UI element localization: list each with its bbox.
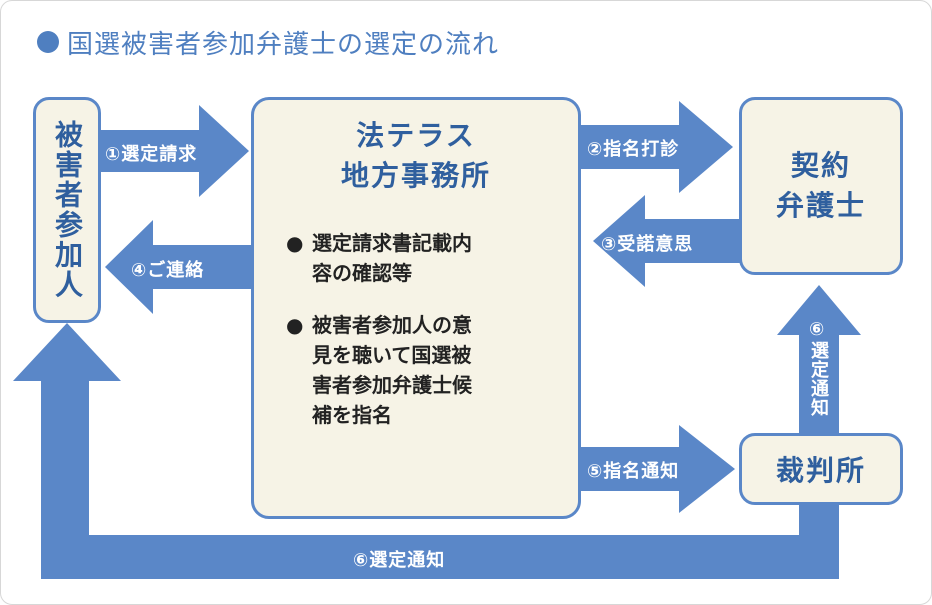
arrow-6-bottom-label: ⑥選定通知 [353, 550, 446, 571]
lawyer-label-line1: 契約 [790, 149, 851, 182]
bullet-item-2-line2: 見を聴いて国選被 [312, 343, 472, 367]
houterasu-title-line2: 地方事務所 [340, 159, 491, 192]
arrow-4-label: ④ご連絡 [131, 260, 205, 281]
bullet-item-2: ● 被害者参加人の意 見を聴いて国選被 害者参加弁護士候 補を指名 [286, 310, 566, 430]
arrow-1-label: ①選定請求 [105, 144, 198, 165]
bullet-spacer [286, 288, 566, 310]
victim-label: 被害者参加人 [51, 120, 84, 300]
arrow-5-shape [577, 425, 735, 513]
arrow-2-label: ②指名打診 [587, 139, 680, 160]
bullet-mark-1: ● [286, 231, 304, 255]
bullet-item-2-line4: 補を指名 [312, 403, 392, 427]
houterasu-title: 法テラス 地方事務所 [254, 116, 578, 196]
arrow-6-bottom-shape [13, 323, 839, 579]
court-box: 裁判所 [739, 433, 903, 505]
houterasu-title-line1: 法テラス [356, 119, 476, 152]
arrow-6-vertical-number: ⑥ [809, 319, 826, 340]
arrow-1-shape [95, 105, 249, 197]
arrow-3-shape [593, 195, 741, 287]
bullet-item-1-line1: 選定請求書記載内 [312, 231, 472, 255]
houterasu-bullets: ● 選定請求書記載内 容の確認等 ● 被害者参加人の意 見を聴いて国選被 害者参… [286, 228, 566, 430]
bullet-item-2-line1: 被害者参加人の意 [312, 313, 472, 337]
lawyer-label: 契約 弁護士 [776, 146, 866, 226]
arrow-6-vertical-label: 選定通知 [808, 341, 829, 417]
arrow-4-shape [105, 220, 253, 314]
court-label: 裁判所 [775, 454, 866, 487]
bullet-item-1-line2: 容の確認等 [312, 261, 412, 285]
arrow-5-label: ⑤指名通知 [587, 461, 680, 482]
bullet-item-1: ● 選定請求書記載内 容の確認等 [286, 228, 566, 288]
arrow-3-label: ③受諾意思 [601, 234, 694, 255]
lawyer-label-line2: 弁護士 [775, 189, 866, 222]
lawyer-box: 契約 弁護士 [739, 97, 903, 275]
victim-box: 被害者参加人 [33, 97, 101, 323]
bullet-item-2-line3: 害者参加弁護士候 [312, 373, 472, 397]
bullet-mark-2: ● [286, 313, 304, 337]
title-bullet-icon [37, 31, 59, 53]
diagram-title: 国選被害者参加弁護士の選定の流れ [67, 29, 500, 60]
title-row: 国選被害者参加弁護士の選定の流れ [37, 25, 500, 60]
arrow-6-vertical-shape [777, 285, 861, 437]
bullet-item-2-text: 被害者参加人の意 見を聴いて国選被 害者参加弁護士候 補を指名 [312, 310, 472, 430]
arrow-2-shape [577, 101, 733, 193]
houterasu-box: 法テラス 地方事務所 ● 選定請求書記載内 容の確認等 ● 被害者参加人の意 見… [251, 97, 581, 519]
bullet-item-1-text: 選定請求書記載内 容の確認等 [312, 228, 472, 288]
